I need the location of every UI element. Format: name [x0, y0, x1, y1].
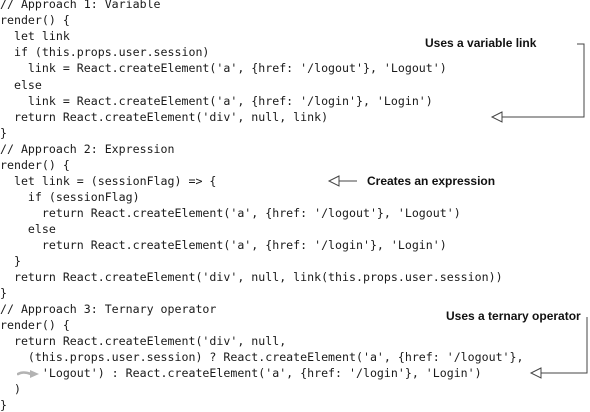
hollow-arrowhead-icon — [529, 367, 542, 379]
callout-line-expression — [327, 175, 357, 187]
code-line: } — [0, 286, 7, 300]
code-line: return React.createElement('div', null, … — [0, 270, 503, 284]
code-line: link = React.createElement('a', {href: '… — [0, 61, 447, 75]
code-line: 'Logout') : React.createElement('a', {hr… — [0, 366, 482, 380]
line-continuation-arrow-icon — [17, 370, 39, 378]
code-line: } — [0, 398, 7, 412]
code-line: if (sessionFlag) — [0, 190, 140, 204]
code-line-comment-approach-2: // Approach 2: Expression — [0, 142, 175, 156]
code-line: } — [0, 254, 21, 268]
code-line: return React.createElement('div', null, … — [0, 110, 329, 124]
callout-uses-ternary-operator: Uses a ternary operator — [446, 309, 581, 323]
code-line: render() { — [0, 13, 70, 27]
callout-line-variable — [490, 43, 585, 123]
code-line: return React.createElement('a', {href: '… — [0, 238, 447, 252]
callout-line-ternary — [529, 317, 588, 379]
code-line: render() { — [0, 158, 70, 172]
code-line: return React.createElement('div', null, — [0, 334, 287, 348]
code-line: render() { — [0, 318, 70, 332]
code-line: (this.props.user.session) ? React.create… — [0, 350, 524, 364]
code-line: if (this.props.user.session) — [0, 45, 210, 59]
code-line: let link — [0, 29, 70, 43]
code-line-comment-approach-3: // Approach 3: Ternary operator — [0, 302, 217, 316]
code-line: else — [0, 78, 42, 92]
code-line: ) — [0, 382, 21, 396]
code-line: link = React.createElement('a', {href: '… — [0, 94, 433, 108]
callout-creates-expression: Creates an expression — [367, 174, 496, 188]
code-line: let link = (sessionFlag) => { — [0, 174, 217, 188]
code-line: } — [0, 126, 7, 140]
hollow-arrowhead-icon — [327, 175, 340, 187]
code-line: else — [0, 222, 56, 236]
hollow-arrowhead-icon — [490, 111, 503, 123]
callout-uses-variable-link: Uses a variable link — [425, 36, 537, 50]
code-line: return React.createElement('a', {href: '… — [0, 206, 461, 220]
code-line-comment-approach-1: // Approach 1: Variable — [0, 0, 161, 11]
